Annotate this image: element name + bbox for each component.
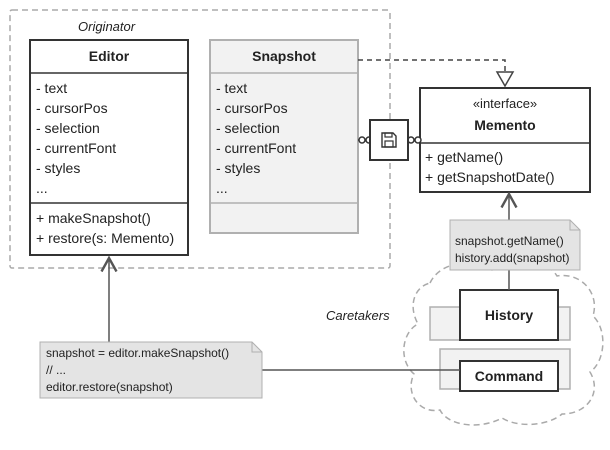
snapshot-field: - styles: [216, 160, 260, 176]
editor-method: + makeSnapshot(): [36, 210, 151, 226]
editor-field: ...: [36, 180, 48, 196]
history-label: History: [485, 307, 533, 323]
editor-field: - currentFont: [36, 140, 116, 156]
editor-method: + restore(s: Memento): [36, 230, 174, 246]
memento-title: Memento: [474, 117, 535, 133]
editor-class[interactable]: Editor - text - cursorPos - selection - …: [29, 39, 189, 256]
history-class[interactable]: History: [459, 289, 559, 341]
editor-field: - selection: [36, 120, 100, 136]
memento-interface[interactable]: «interface» Memento + getName() + getSna…: [419, 87, 591, 193]
history-note-line: history.add(snapshot): [455, 251, 570, 265]
snapshot-field: - currentFont: [216, 140, 296, 156]
command-label: Command: [475, 368, 543, 384]
history-note-line: snapshot.getName(): [455, 234, 564, 248]
memento-method: + getName(): [425, 149, 503, 165]
snapshot-class[interactable]: Snapshot - text - cursorPos - selection …: [209, 39, 359, 234]
caretakers-cloud: [403, 258, 604, 426]
snapshot-field: - selection: [216, 120, 280, 136]
snapshot-field: - cursorPos: [216, 100, 288, 116]
editor-field: - styles: [36, 160, 80, 176]
nesting-dot: [358, 136, 366, 144]
realization-triangle: [495, 71, 515, 88]
editor-note: snapshot = editor.makeSnapshot() // ... …: [39, 341, 263, 399]
nesting-dot: [414, 136, 422, 144]
command-class[interactable]: Command: [459, 360, 559, 392]
editor-field: - cursorPos: [36, 100, 108, 116]
snapshot-title: Snapshot: [252, 48, 316, 64]
originator-label: Originator: [78, 19, 136, 34]
memento-method: + getSnapshotDate(): [425, 169, 555, 185]
snapshot-field: - text: [216, 80, 247, 96]
caretakers-label: Caretakers: [326, 308, 390, 323]
floppy-disk-icon: [369, 119, 409, 161]
snapshot-field: ...: [216, 180, 228, 196]
history-note: snapshot.getName() history.add(snapshot): [449, 219, 581, 271]
realization-arrow: [358, 59, 506, 72]
editor-title: Editor: [89, 48, 130, 64]
editor-note-line: // ...: [46, 363, 66, 377]
memento-stereotype: «interface»: [473, 96, 537, 111]
editor-field: - text: [36, 80, 67, 96]
editor-note-line: editor.restore(snapshot): [46, 380, 173, 394]
editor-note-line: snapshot = editor.makeSnapshot(): [46, 346, 229, 360]
